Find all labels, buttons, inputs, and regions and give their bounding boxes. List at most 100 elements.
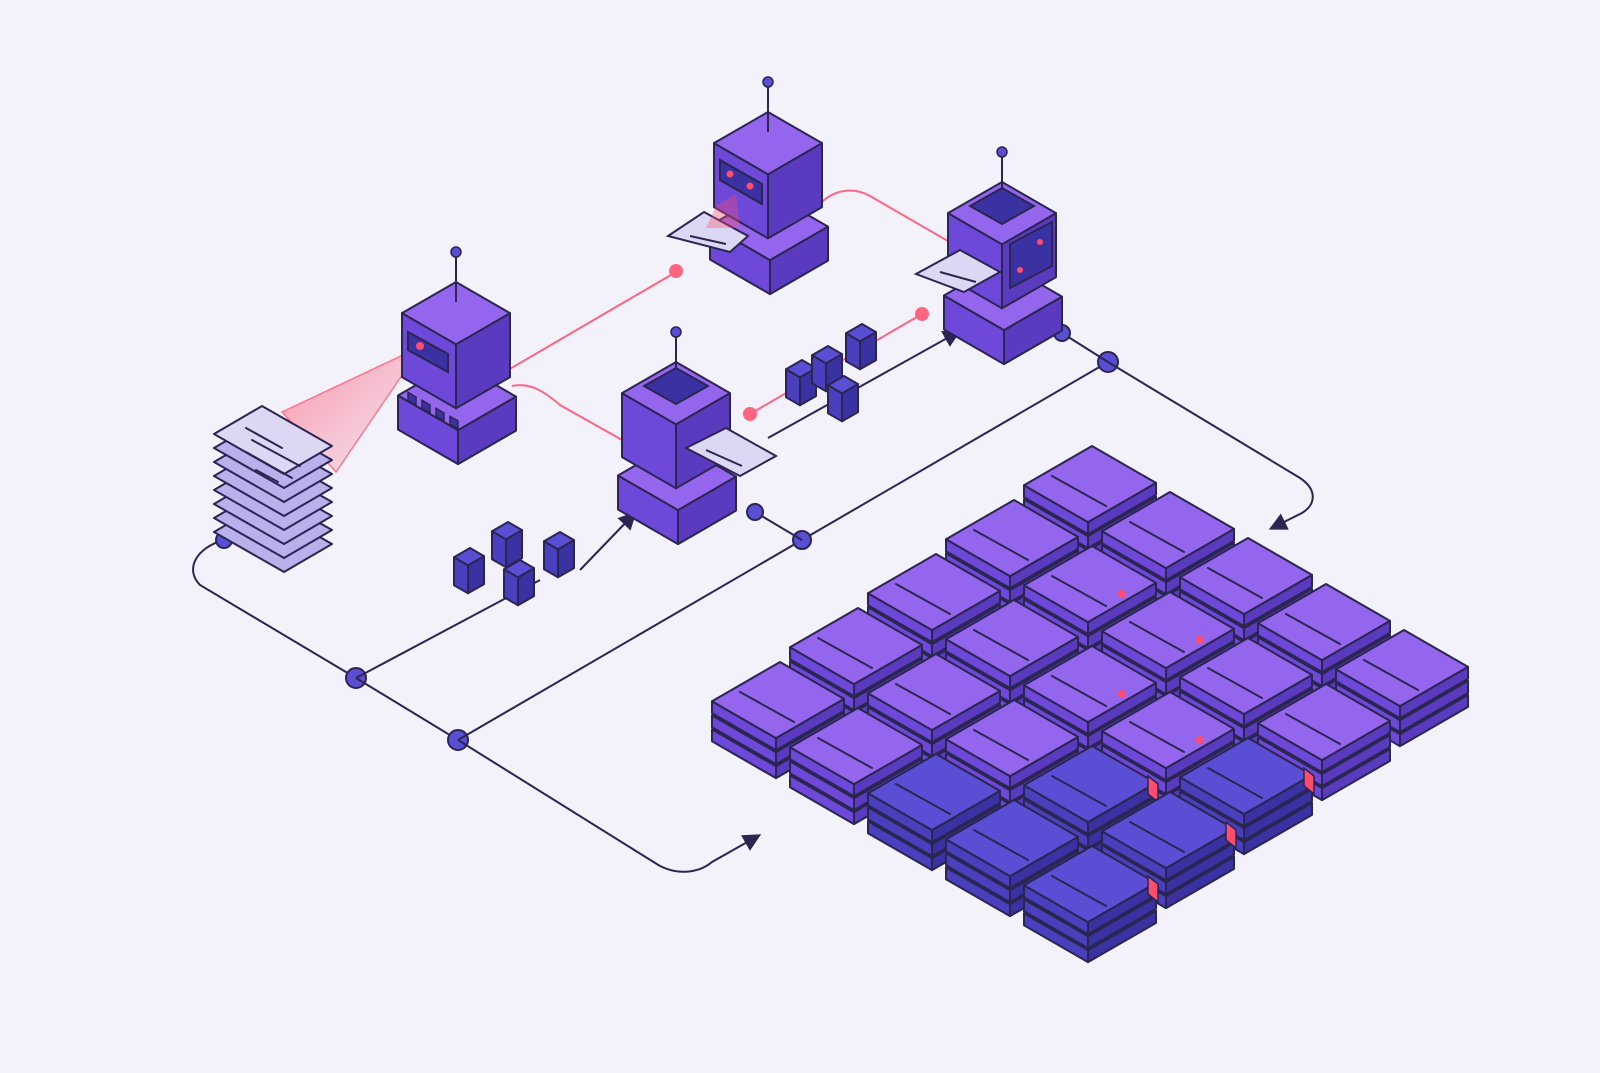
- tile-slot: [895, 683, 951, 715]
- document-text-line: [705, 449, 743, 467]
- connector-lower-to-right: [457, 361, 1109, 741]
- tile-slot: [1207, 667, 1263, 699]
- tile-slot: [1285, 713, 1341, 745]
- scanner-robot-icon: [397, 246, 517, 466]
- output-document: [665, 210, 750, 254]
- tile-slot: [817, 737, 873, 769]
- red-flag-icon: [1118, 690, 1126, 698]
- tile-slot: [1051, 475, 1107, 507]
- tile-slot: [895, 783, 951, 815]
- tile-slot: [973, 729, 1029, 761]
- input-document: [913, 248, 1003, 294]
- panel-light: [1037, 239, 1043, 245]
- signal-ingest-to-process: [511, 384, 623, 441]
- data-block-icon: [845, 323, 877, 371]
- tile-slot: [1051, 775, 1107, 807]
- red-flag-icon: [1303, 766, 1315, 796]
- antenna-tip: [670, 326, 682, 338]
- storage-tile-top: [1023, 845, 1157, 936]
- analysis-robot-icon: [913, 146, 1063, 366]
- storage-tile: [1023, 845, 1159, 964]
- storage-tile-top: [945, 799, 1079, 890]
- storage-tile-top: [945, 499, 1079, 590]
- tile-slot: [1363, 659, 1419, 691]
- signal-node: [915, 307, 929, 321]
- sensor-dot: [746, 182, 754, 190]
- connector-blocks-to-robot: [579, 511, 637, 571]
- storage-tile-top: [1335, 629, 1469, 720]
- status-light: [407, 390, 417, 406]
- connector-doc-to-junction: [192, 539, 357, 679]
- tile-slot: [1285, 613, 1341, 645]
- robot-visor: [407, 330, 449, 374]
- storage-tile-top: [711, 661, 845, 752]
- storage-tile-top: [1179, 537, 1313, 628]
- data-block-icon: [827, 375, 859, 423]
- connector-lower-to-grid: [457, 739, 762, 873]
- storage-tile-top: [789, 607, 923, 698]
- tile-slot: [1207, 567, 1263, 599]
- storage-tile-top: [1023, 445, 1157, 536]
- tile-slot: [817, 637, 873, 669]
- connector-process-to-analysis: [767, 330, 962, 439]
- sensor-dot: [726, 170, 734, 178]
- tile-slot: [1207, 767, 1263, 799]
- tile-slot: [895, 583, 951, 615]
- tile-slot: [1051, 675, 1107, 707]
- data-block-icon: [503, 559, 535, 607]
- storage-tile-top: [1179, 637, 1313, 728]
- connector-analysis-to-right: [1061, 332, 1109, 363]
- tile-slot: [739, 691, 795, 723]
- antenna-tip: [996, 146, 1008, 158]
- signal-ingest-to-review: [507, 271, 677, 371]
- storage-tile-top: [1257, 683, 1391, 774]
- storage-grid: [711, 445, 1469, 964]
- storage-tile-top: [1101, 691, 1235, 782]
- connector-node: [746, 503, 764, 521]
- tile-slot: [973, 529, 1029, 561]
- tile-slot: [973, 829, 1029, 861]
- document-text-line: [255, 469, 279, 483]
- tile-slot: [1051, 875, 1107, 907]
- storage-tile-top: [1023, 745, 1157, 836]
- storage-tile-top: [945, 699, 1079, 790]
- document-stack-icon: [213, 405, 333, 573]
- antenna-tip: [450, 246, 462, 258]
- robot-head: [621, 361, 731, 490]
- storage-tile-top: [1101, 591, 1235, 682]
- red-flag-icon: [1118, 590, 1126, 598]
- document-text-line: [939, 271, 977, 283]
- storage-tile-top: [1101, 791, 1235, 882]
- data-block-icon: [785, 359, 817, 407]
- review-robot-icon: [665, 76, 829, 296]
- red-flag-icon: [1196, 636, 1204, 644]
- document-text-line: [245, 451, 293, 479]
- signal-node: [743, 407, 757, 421]
- top-hatch: [641, 366, 711, 406]
- tile-slot: [1129, 521, 1185, 553]
- status-light: [421, 398, 431, 414]
- red-flag-icon: [1196, 736, 1204, 744]
- storage-tile-top: [1023, 545, 1157, 636]
- connector-robot-base-to-mid: [754, 511, 803, 541]
- antenna-tip: [762, 76, 774, 88]
- tile-slot: [1129, 821, 1185, 853]
- isometric-objects: [213, 76, 1469, 964]
- tile-slot: [1051, 575, 1107, 607]
- tile-slot: [973, 629, 1029, 661]
- status-light: [449, 414, 459, 430]
- data-block-icon: [491, 521, 523, 569]
- storage-tile-top: [945, 599, 1079, 690]
- storage-tile-top: [1101, 491, 1235, 582]
- storage-tile-top: [867, 653, 1001, 744]
- output-document: [683, 426, 779, 478]
- tile-slot: [1129, 621, 1185, 653]
- storage-tile-top: [867, 553, 1001, 644]
- processing-robot-icon: [617, 326, 779, 546]
- connector-lines: [192, 324, 1314, 873]
- storage-tile-top: [1257, 583, 1391, 674]
- storage-tile-top: [867, 753, 1001, 844]
- storage-tile-top: [789, 707, 923, 798]
